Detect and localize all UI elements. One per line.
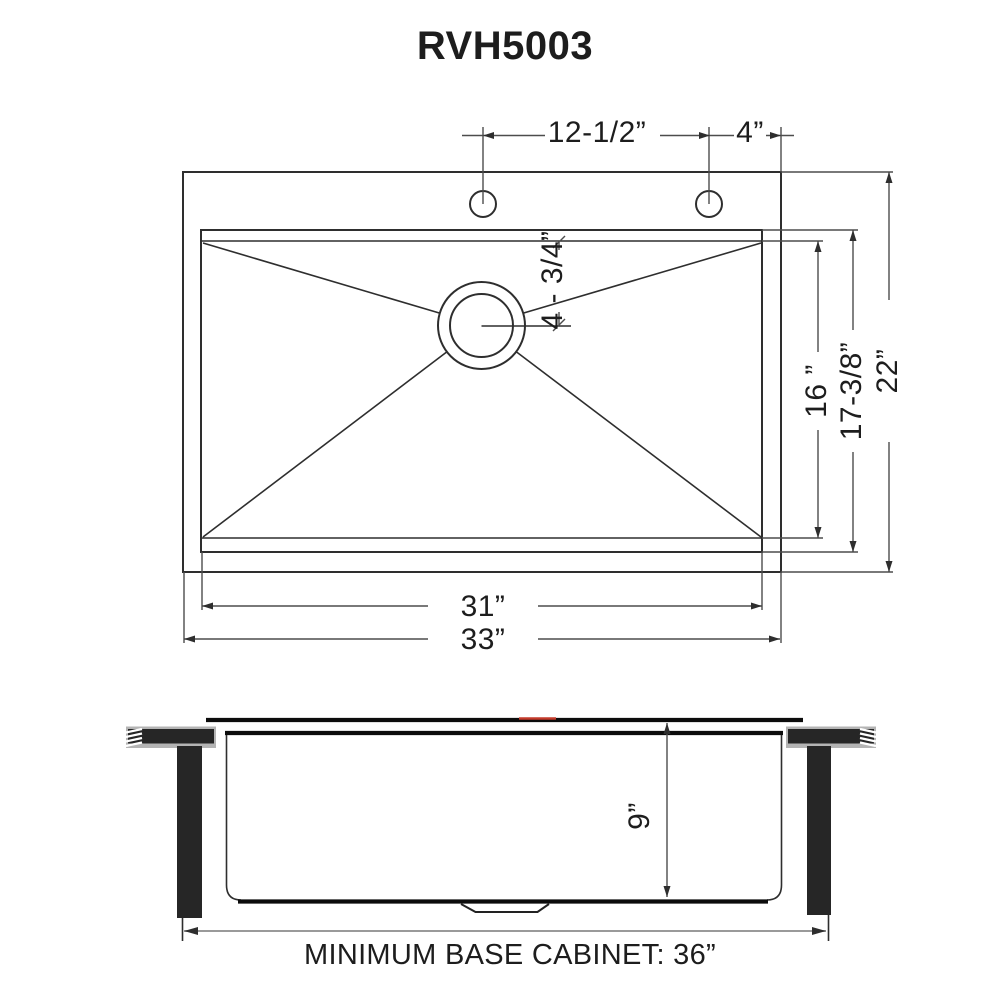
dim-label-hole-spacing: 12-1/2” xyxy=(548,116,647,149)
slope-line-bottom-left xyxy=(202,351,447,538)
arrowhead xyxy=(885,561,893,572)
arrowhead xyxy=(849,230,857,241)
bowl-wall-left xyxy=(225,735,242,901)
top-view xyxy=(182,171,782,573)
dim-tick xyxy=(552,235,566,249)
bowl-wall-right xyxy=(766,735,783,901)
drawing-title: RVH5003 xyxy=(417,24,593,68)
arrowhead xyxy=(751,602,762,610)
arrowhead xyxy=(184,635,195,643)
arrowhead xyxy=(202,602,213,610)
arrowhead xyxy=(814,241,822,252)
arrowhead xyxy=(770,132,781,139)
sink-outer-edge xyxy=(182,171,782,573)
side-view: 9” MINIMUM BASE CABINET: 36” xyxy=(125,717,877,971)
slope-line-top-right xyxy=(523,242,762,314)
arrowhead xyxy=(483,132,494,139)
dim-label-floor-depth: 16 ” xyxy=(800,364,833,418)
arrowhead xyxy=(699,132,710,139)
dim-tick xyxy=(552,318,566,332)
arrowhead xyxy=(885,172,893,183)
countertop-right xyxy=(788,729,874,744)
dim-label-drain-offset: 4 - 3/4” xyxy=(536,230,569,329)
dim-label-overall-width: 33” xyxy=(461,623,506,656)
break-hatch-left xyxy=(125,727,143,748)
break-hatch-right xyxy=(859,727,877,748)
countertop-left xyxy=(128,729,214,744)
drain-recess xyxy=(460,903,550,913)
arrowhead xyxy=(184,927,198,935)
arrowhead xyxy=(663,723,671,734)
clamp-leg-right xyxy=(807,746,831,915)
dim-label-hole-to-edge: 4” xyxy=(736,116,764,149)
slope-line-bottom-right xyxy=(516,351,762,538)
top-view-dimensions: 12-1/2” 4” 4 - 3/4” 16 ” 17-3/8” 22” xyxy=(183,116,904,656)
slope-line-top-left xyxy=(202,242,440,314)
dim-label-bowl-width: 31” xyxy=(461,590,506,623)
arrowhead xyxy=(769,635,780,643)
bowl-edge xyxy=(200,229,763,553)
dim-label-bowl-height: 9” xyxy=(623,802,656,830)
base-cabinet-note: MINIMUM BASE CABINET: 36” xyxy=(304,939,716,971)
dim-label-overall-depth: 22” xyxy=(871,349,904,394)
clamp-leg-left xyxy=(177,746,202,918)
arrowhead xyxy=(812,927,826,935)
arrowhead xyxy=(814,527,822,538)
arrowhead xyxy=(849,541,857,552)
arrowhead xyxy=(663,886,671,897)
dim-label-bowl-depth: 17-3/8” xyxy=(835,342,868,441)
